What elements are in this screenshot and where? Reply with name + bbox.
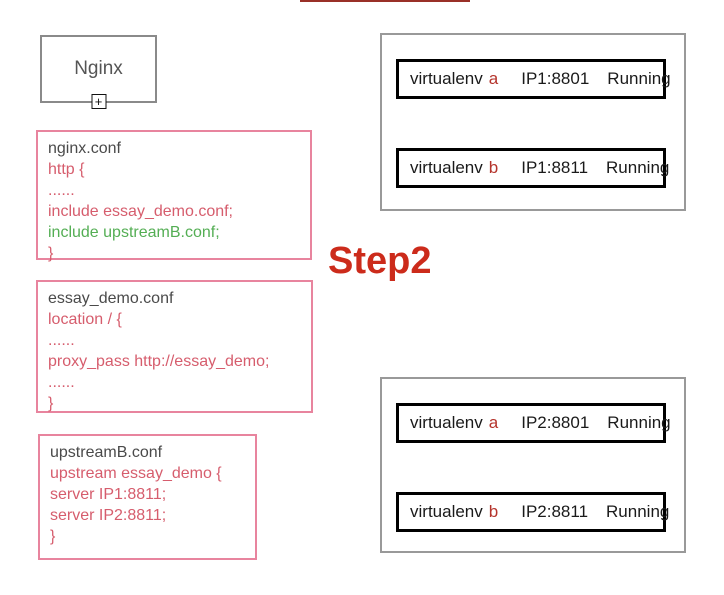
conf-line: } [48, 395, 54, 412]
conf-box-nginx: nginx.conf http { ...... include essay_d… [36, 130, 312, 262]
nginx-label: Nginx [74, 58, 123, 79]
venv-env-letter: b [488, 502, 499, 521]
conf-box-essay-demo: essay_demo.conf location / { ...... prox… [36, 280, 313, 413]
conf-line: include essay_demo.conf; [48, 203, 233, 220]
venv-status: Running [606, 502, 670, 521]
conf-line: } [50, 528, 56, 545]
cropped-top-red-line [300, 0, 470, 2]
conf-line: ...... [48, 332, 75, 349]
virtualenv-box-ip2-a: virtualenv a IP2:8801 Running [396, 403, 671, 443]
venv-address: IP1:8811 [521, 158, 589, 177]
virtualenv-box-ip1-a: virtualenv a IP1:8801 Running [396, 59, 671, 99]
conf-line: server IP2:8811; [50, 507, 167, 524]
virtualenv-box-ip1-b: virtualenv b IP1:8811 Running [396, 148, 670, 188]
venv-env-letter: a [488, 69, 499, 88]
virtualenv-box-ip2-b: virtualenv b IP2:8811 Running [396, 492, 670, 532]
server-group-ip1: virtualenv a IP1:8801 Running virtualenv… [380, 33, 686, 211]
nginx-node: Nginx + [40, 35, 157, 109]
venv-env-letter: a [488, 413, 499, 432]
server-group-ip2: virtualenv a IP2:8801 Running virtualenv… [380, 377, 686, 553]
conf-title: upstreamB.conf [50, 444, 163, 461]
conf-line: include upstreamB.conf; [48, 224, 220, 241]
conf-line: server IP1:8811; [50, 486, 167, 503]
conf-box-upstreamB: upstreamB.conf upstream essay_demo { ser… [38, 434, 257, 560]
conf-line: ...... [48, 374, 75, 391]
conf-title: essay_demo.conf [48, 290, 174, 307]
venv-status: Running [607, 69, 671, 88]
venv-prefix: virtualenv [410, 502, 483, 521]
conf-line: upstream essay_demo { [50, 465, 222, 482]
venv-address: IP2:8811 [521, 502, 589, 521]
venv-prefix: virtualenv [410, 69, 483, 88]
venv-address: IP2:8801 [521, 413, 590, 432]
venv-status: Running [606, 158, 670, 177]
venv-status: Running [607, 413, 671, 432]
conf-line: http { [48, 161, 85, 178]
venv-prefix: virtualenv [410, 158, 483, 177]
conf-line: } [48, 245, 54, 262]
conf-title: nginx.conf [48, 140, 121, 157]
conf-line: location / { [48, 311, 122, 328]
step-label: Step2 [328, 240, 432, 282]
venv-env-letter: b [488, 158, 499, 177]
venv-prefix: virtualenv [410, 413, 483, 432]
expand-plus-icon[interactable]: + [91, 94, 106, 109]
conf-line: proxy_pass http://essay_demo; [48, 353, 270, 370]
conf-line: ...... [48, 182, 75, 199]
venv-address: IP1:8801 [521, 69, 590, 88]
